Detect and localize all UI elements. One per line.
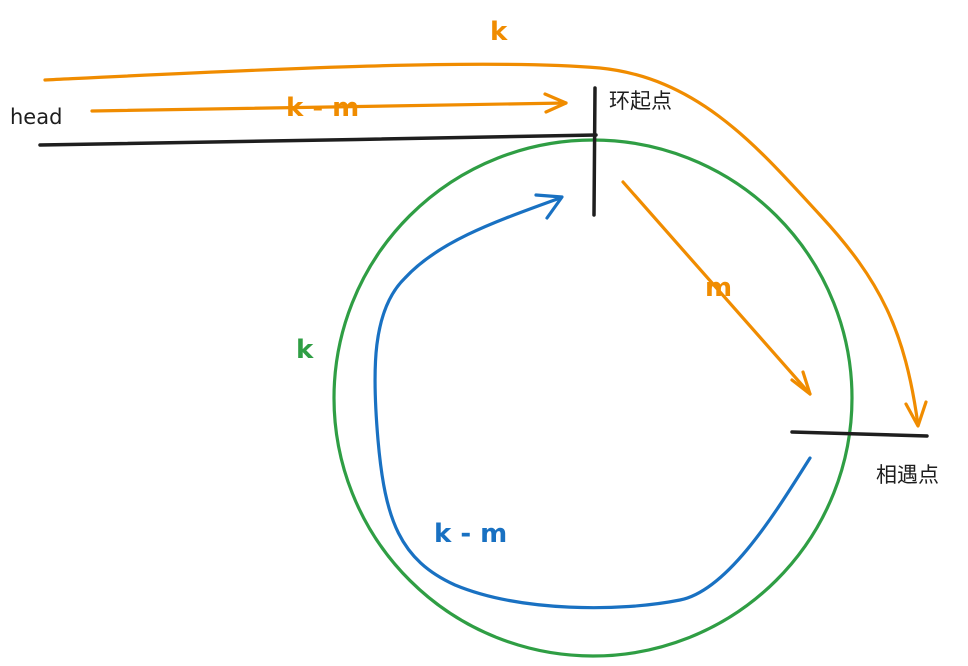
meeting-point-tick xyxy=(790,430,929,438)
label-cycle-start: 环起点 xyxy=(609,89,672,113)
start-to-meeting-arrowhead xyxy=(790,370,812,396)
head-to-start-arrow xyxy=(90,101,568,113)
label-head-to-start: k - m xyxy=(286,93,359,123)
head-to-meeting-arrow xyxy=(43,62,920,427)
head-to-start-arrowhead xyxy=(543,92,568,114)
label-head: head xyxy=(10,105,62,129)
label-meet-to-start: k - m xyxy=(434,519,507,549)
label-k-cycle: k xyxy=(296,335,314,365)
meeting-to-start-arrowhead xyxy=(534,193,564,220)
label-k-top: k xyxy=(490,17,508,47)
list-head-line xyxy=(38,133,598,147)
label-m: m xyxy=(705,273,732,303)
head-to-meeting-arrowhead xyxy=(904,400,928,428)
meeting-to-start-arrow xyxy=(373,196,812,610)
start-to-meeting-arrow xyxy=(621,180,812,396)
label-meeting-point: 相遇点 xyxy=(876,463,939,487)
cycle-start-tick xyxy=(592,86,597,217)
cycle-circle xyxy=(332,138,854,658)
